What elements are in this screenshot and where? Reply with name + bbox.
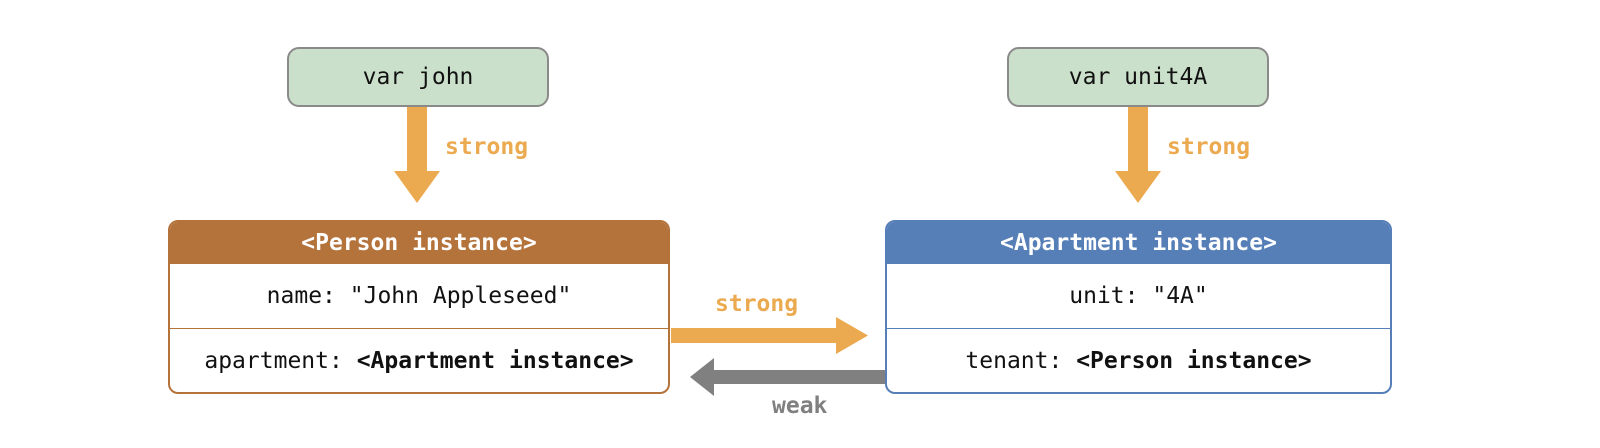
person-instance-title: <Person instance> xyxy=(170,222,668,264)
variable-box-john: var john xyxy=(287,47,549,107)
apartment-to-person-weak-arrow-icon xyxy=(690,358,886,396)
person-to-apartment-strong-arrow-icon xyxy=(671,317,868,354)
apartment-unit-row: unit: "4A" xyxy=(887,264,1390,328)
apartment-unit-property: unit: xyxy=(1069,283,1153,309)
john-strong-arrow-icon xyxy=(394,107,440,203)
unit4a-strong-arrow-icon xyxy=(1115,107,1161,203)
apartment-instance-box: <Apartment instance> unit: "4A" tenant: … xyxy=(885,220,1392,394)
person-apartment-row: apartment: <Apartment instance> xyxy=(170,328,668,392)
person-apartment-value: <Apartment instance> xyxy=(356,348,634,374)
person-to-apartment-strong-reference-label: strong xyxy=(715,291,799,317)
variable-box-unit4a: var unit4A xyxy=(1007,47,1269,107)
person-name-property: name: xyxy=(266,283,350,309)
variable-unit4a-label: var unit4A xyxy=(1068,64,1208,90)
unit4a-strong-reference-label: strong xyxy=(1167,134,1251,160)
john-strong-reference-label: strong xyxy=(445,134,529,160)
person-name-value: "John Appleseed" xyxy=(349,283,572,309)
person-name-row: name: "John Appleseed" xyxy=(170,264,668,328)
apartment-to-person-weak-reference-label: weak xyxy=(772,393,828,419)
person-apartment-property: apartment: xyxy=(204,348,357,374)
apartment-tenant-property: tenant: xyxy=(965,348,1077,374)
apartment-unit-value: "4A" xyxy=(1152,283,1208,309)
apartment-instance-title: <Apartment instance> xyxy=(887,222,1390,264)
person-instance-box: <Person instance> name: "John Appleseed"… xyxy=(168,220,670,394)
variable-john-label: var john xyxy=(362,64,474,90)
apartment-tenant-row: tenant: <Person instance> xyxy=(887,328,1390,392)
apartment-tenant-value: <Person instance> xyxy=(1076,348,1312,374)
